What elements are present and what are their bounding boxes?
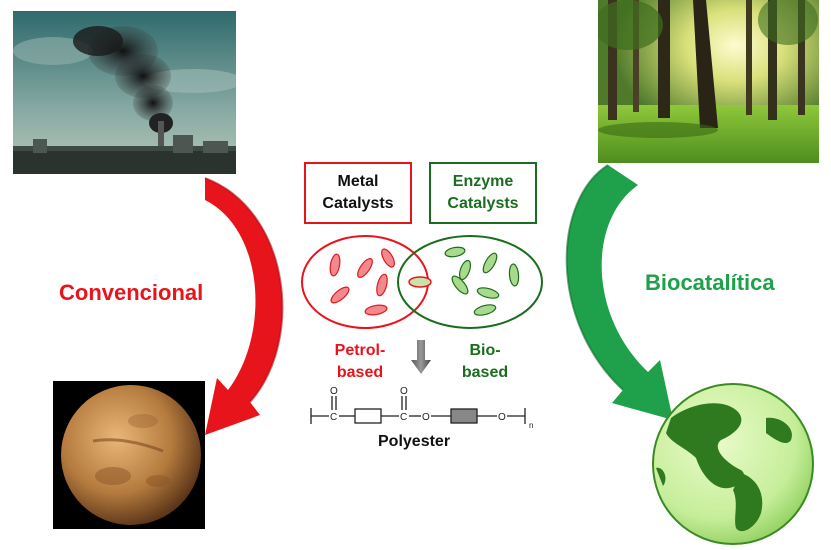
metal-catalysts-box: Metal Catalysts (304, 162, 412, 224)
bio-line2: based (461, 364, 509, 381)
red-curved-arrow (204, 177, 284, 435)
arrow-down-icon (411, 340, 431, 374)
metal-catalysts-line1: Metal (337, 173, 379, 190)
petrol-line2: based (336, 364, 384, 381)
catalyst-venn-diagram (301, 235, 543, 329)
metal-catalysts-line2: Catalysts (322, 195, 394, 212)
formula-o4: O (498, 412, 506, 423)
bio-line1: Bio- (469, 342, 501, 359)
polyester-label: Polyester (378, 433, 451, 450)
enzyme-catalysts-box: Enzyme Catalysts (429, 162, 537, 224)
petrol-based-label: Petrol- based (325, 340, 395, 384)
formula-o1: O (330, 386, 338, 397)
polyester-formula: O C O C O O n (310, 386, 533, 430)
formula-o3: O (422, 412, 430, 423)
formula-c1: C (330, 412, 337, 423)
enzyme-catalysts-line2: Catalysts (447, 195, 519, 212)
formula-c2: C (400, 412, 407, 423)
petrol-line1: Petrol- (334, 342, 386, 359)
biocatalitica-label: Biocatalítica (645, 270, 775, 295)
bio-based-label: Bio- based (455, 340, 515, 384)
formula-o2: O (400, 386, 408, 397)
green-curved-arrow (565, 164, 673, 420)
factory-smoke-photo (13, 11, 236, 174)
convencional-label: Convencional (59, 280, 204, 305)
forest-photo (598, 0, 819, 163)
mars-planet (53, 381, 205, 529)
earth-globe (652, 383, 814, 545)
enzyme-catalysts-line1: Enzyme (452, 173, 514, 190)
formula-n: n (529, 421, 533, 430)
enzyme-circle (397, 235, 543, 329)
